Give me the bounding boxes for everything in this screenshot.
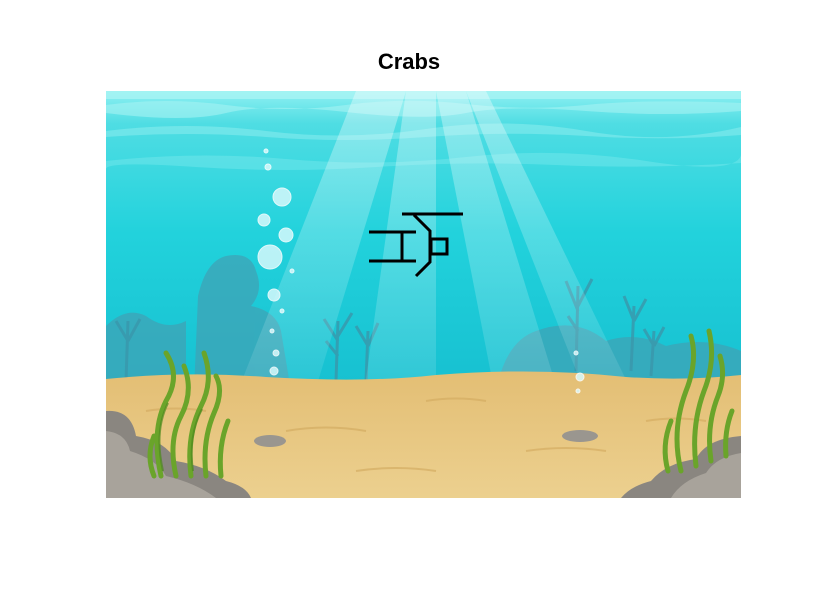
pebble — [254, 435, 286, 447]
underwater-background — [106, 91, 741, 498]
seaweed-left — [147, 350, 231, 479]
seaweed-left-shade — [158, 402, 203, 472]
pebble — [562, 430, 598, 442]
bubbles — [257, 148, 585, 394]
game-scene — [106, 91, 741, 498]
seaweed-right — [662, 328, 735, 474]
figure-title: Crabs — [377, 49, 441, 74]
stick-crab-icon — [369, 212, 463, 278]
sand-floor — [106, 371, 741, 498]
rock-left — [106, 410, 251, 498]
sand-ripples — [145, 397, 707, 472]
light-rays — [226, 91, 646, 451]
